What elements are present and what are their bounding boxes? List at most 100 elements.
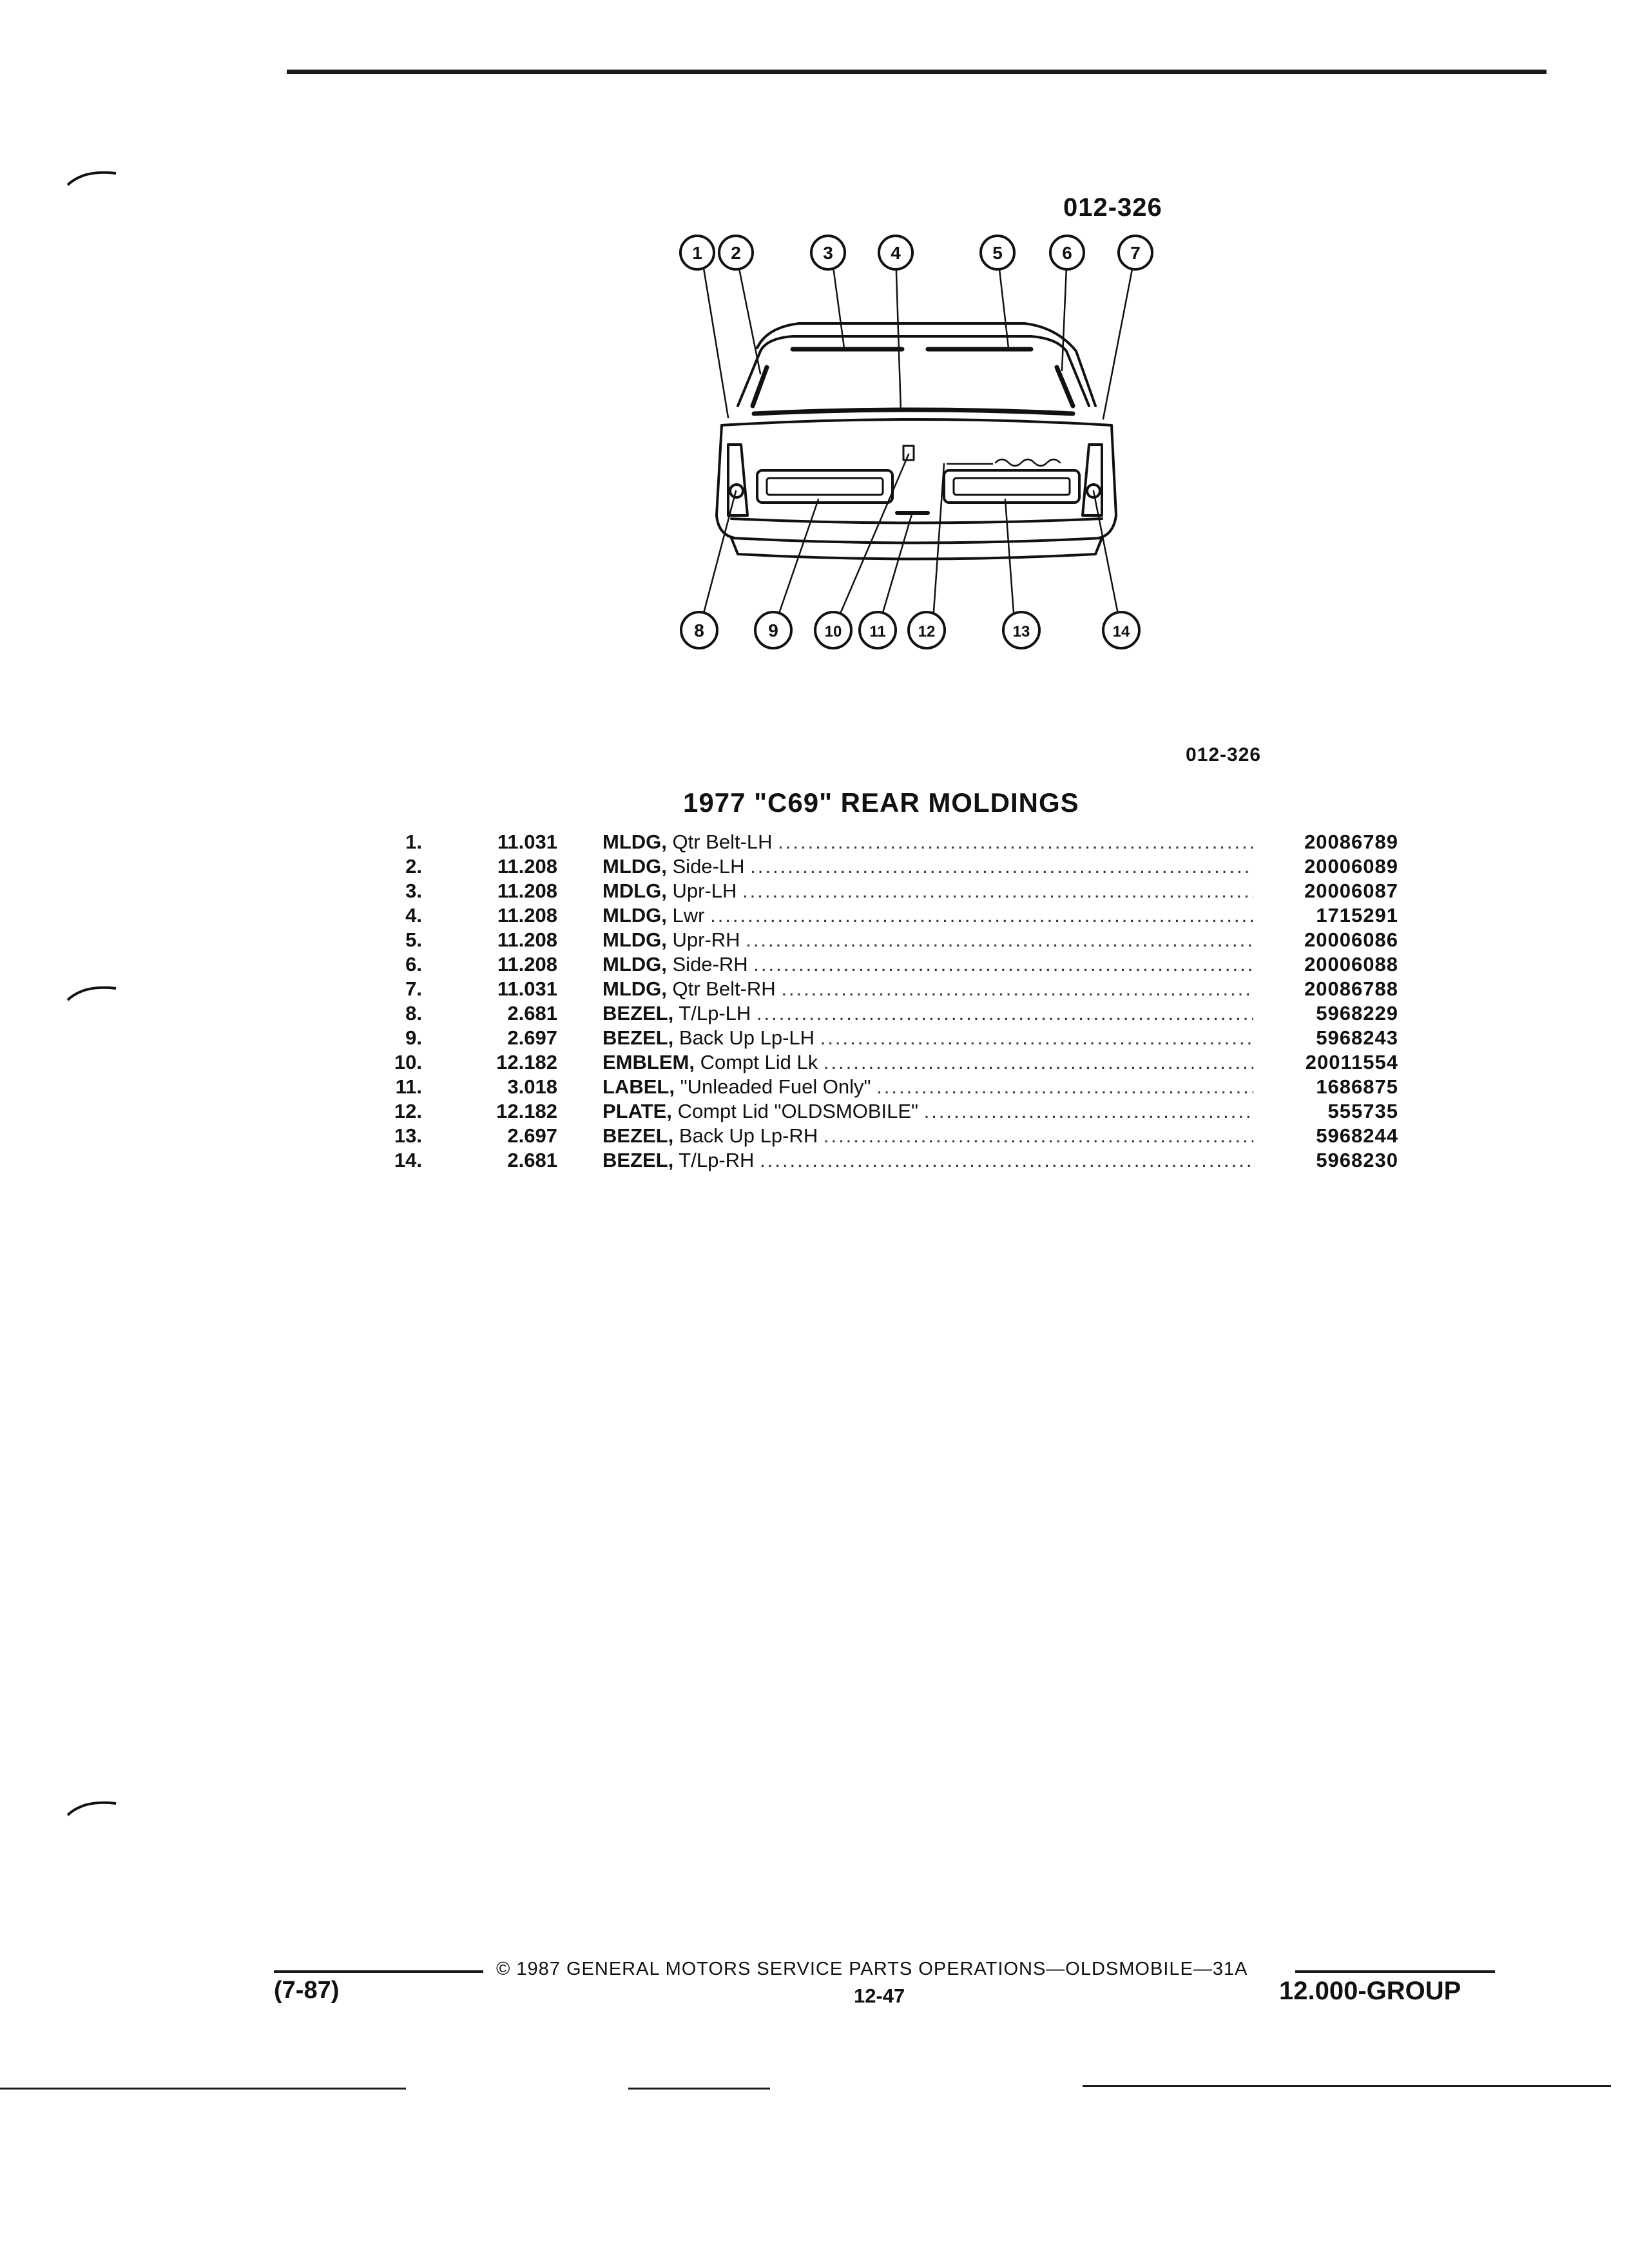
group-number: 11.208 xyxy=(497,879,557,902)
part-number: 20011554 xyxy=(1305,1051,1398,1073)
item-number: 4. xyxy=(405,904,422,927)
tail-lamp-lh-lens xyxy=(729,483,744,499)
part-number: 555735 xyxy=(1327,1100,1398,1122)
part-number: 20006087 xyxy=(1304,879,1398,902)
figure-code-top: 012-326 xyxy=(1063,193,1162,222)
backup-lamp-rh xyxy=(943,469,1081,504)
item-number: 1. xyxy=(405,831,422,853)
group-number: 11.208 xyxy=(497,855,557,878)
part-detail: Lwr xyxy=(672,904,705,927)
leader-dots: ........................................… xyxy=(710,904,1253,927)
part-detail: Side-LH xyxy=(672,855,745,878)
callout-11: 11 xyxy=(869,623,885,640)
part-number: 5968243 xyxy=(1316,1026,1398,1049)
callout-12: 12 xyxy=(918,623,936,640)
callout-9: 9 xyxy=(768,620,778,640)
bottom-rule xyxy=(0,2088,406,2090)
leader-dots: ........................................… xyxy=(753,953,1253,975)
group-number: 11.208 xyxy=(497,953,557,975)
parts-row: 12. 12.182 PLATE, Compt Lid "OLDSMOBILE" .… xyxy=(371,1099,1398,1124)
binder-mark-bottom xyxy=(66,1801,117,1816)
item-number: 3. xyxy=(405,879,422,902)
part-detail: T/Lp-LH xyxy=(679,1002,751,1024)
bottom-rule-right xyxy=(1083,2085,1611,2087)
leader-dots: ........................................… xyxy=(746,928,1253,951)
leader-dots: ........................................… xyxy=(756,1002,1253,1024)
footer-page-number: 12-47 xyxy=(854,1984,905,2007)
part-number: 20006088 xyxy=(1304,953,1398,975)
bumper xyxy=(730,537,1103,561)
part-name: BEZEL, xyxy=(602,1149,674,1171)
parts-row: 14. 2.681 BEZEL, T/Lp-RH .................… xyxy=(371,1148,1398,1173)
callout-7: 7 xyxy=(1130,243,1141,263)
callout-6: 6 xyxy=(1062,243,1072,263)
part-name: BEZEL, xyxy=(602,1124,674,1147)
item-number: 12. xyxy=(394,1100,422,1122)
group-number: 2.697 xyxy=(507,1124,557,1147)
group-number: 11.031 xyxy=(497,977,557,1000)
part-detail: T/Lp-RH xyxy=(679,1149,755,1171)
part-name: MLDG, xyxy=(602,904,667,927)
footer-rule-right xyxy=(1295,1970,1495,1973)
part-detail: Qtr Belt-LH xyxy=(672,831,773,853)
part-detail: "Unleaded Fuel Only" xyxy=(680,1075,871,1098)
footer-date: (7-87) xyxy=(274,1977,340,2004)
bottom-rule-mid xyxy=(628,2088,770,2090)
part-number: 20086788 xyxy=(1304,977,1398,1000)
footer-group: 12.000-GROUP xyxy=(1279,1977,1461,2005)
part-name: BEZEL, xyxy=(602,1002,674,1024)
group-number: 12.182 xyxy=(496,1100,557,1122)
callout-8: 8 xyxy=(694,620,704,640)
part-name: BEZEL, xyxy=(602,1026,674,1049)
group-number: 2.681 xyxy=(507,1002,557,1024)
footer-rule-left xyxy=(274,1970,483,1973)
group-number: 11.031 xyxy=(497,831,557,853)
leader-dots: ........................................… xyxy=(823,1051,1253,1073)
callout-4: 4 xyxy=(891,243,901,263)
part-number: 20006089 xyxy=(1304,855,1398,878)
leader-dots: ........................................… xyxy=(781,977,1253,1000)
section-title: 1977 "C69" REAR MOLDINGS xyxy=(683,787,1079,818)
callout-2: 2 xyxy=(731,243,741,263)
parts-row: 13. 2.697 BEZEL, Back Up Lp-RH ...........… xyxy=(371,1124,1398,1148)
part-description: MLDG, Qtr Belt-RH ......................… xyxy=(602,977,1253,1001)
part-name: EMBLEM, xyxy=(602,1051,695,1073)
leader-dots: ........................................… xyxy=(923,1100,1253,1122)
part-number: 20006086 xyxy=(1304,928,1398,951)
group-number: 2.697 xyxy=(507,1026,557,1049)
group-number: 12.182 xyxy=(496,1051,557,1073)
callout-13: 13 xyxy=(1013,623,1030,640)
item-number: 10. xyxy=(394,1051,422,1073)
part-detail: Upr-LH xyxy=(672,879,737,902)
figure-code-bottom: 012-326 xyxy=(1186,744,1262,765)
deck-outline xyxy=(720,418,1113,427)
parts-row: 6. 11.208 MLDG, Side-RH ..................… xyxy=(371,952,1398,977)
group-number: 2.681 xyxy=(507,1149,557,1171)
leader-dots: ........................................… xyxy=(750,855,1253,878)
top-rule xyxy=(287,70,1547,74)
part-description: BEZEL, Back Up Lp-LH ...................… xyxy=(602,1026,1253,1050)
lower-molding xyxy=(751,407,1075,416)
part-name: PLATE, xyxy=(602,1100,672,1122)
part-description: MLDG, Qtr Belt-LH ......................… xyxy=(602,830,1253,854)
item-number: 6. xyxy=(405,953,422,975)
part-number: 5968229 xyxy=(1316,1002,1398,1024)
part-name: MLDG, xyxy=(602,855,667,878)
tail-lamp-rh xyxy=(1081,443,1103,517)
group-number: 11.208 xyxy=(497,928,557,951)
part-number: 20086789 xyxy=(1304,831,1398,853)
item-number: 14. xyxy=(394,1149,422,1171)
part-name: MLDG, xyxy=(602,977,667,1000)
part-description: MLDG, Side-RH ..........................… xyxy=(602,952,1253,977)
part-description: MLDG, Upr-RH ...........................… xyxy=(602,928,1253,952)
part-description: BEZEL, T/Lp-RH .........................… xyxy=(602,1148,1253,1173)
part-detail: Back Up Lp-RH xyxy=(679,1124,818,1147)
item-number: 13. xyxy=(394,1124,422,1147)
leader-dots: ........................................… xyxy=(823,1124,1253,1147)
part-detail: Compt Lid "OLDSMOBILE" xyxy=(677,1100,919,1122)
